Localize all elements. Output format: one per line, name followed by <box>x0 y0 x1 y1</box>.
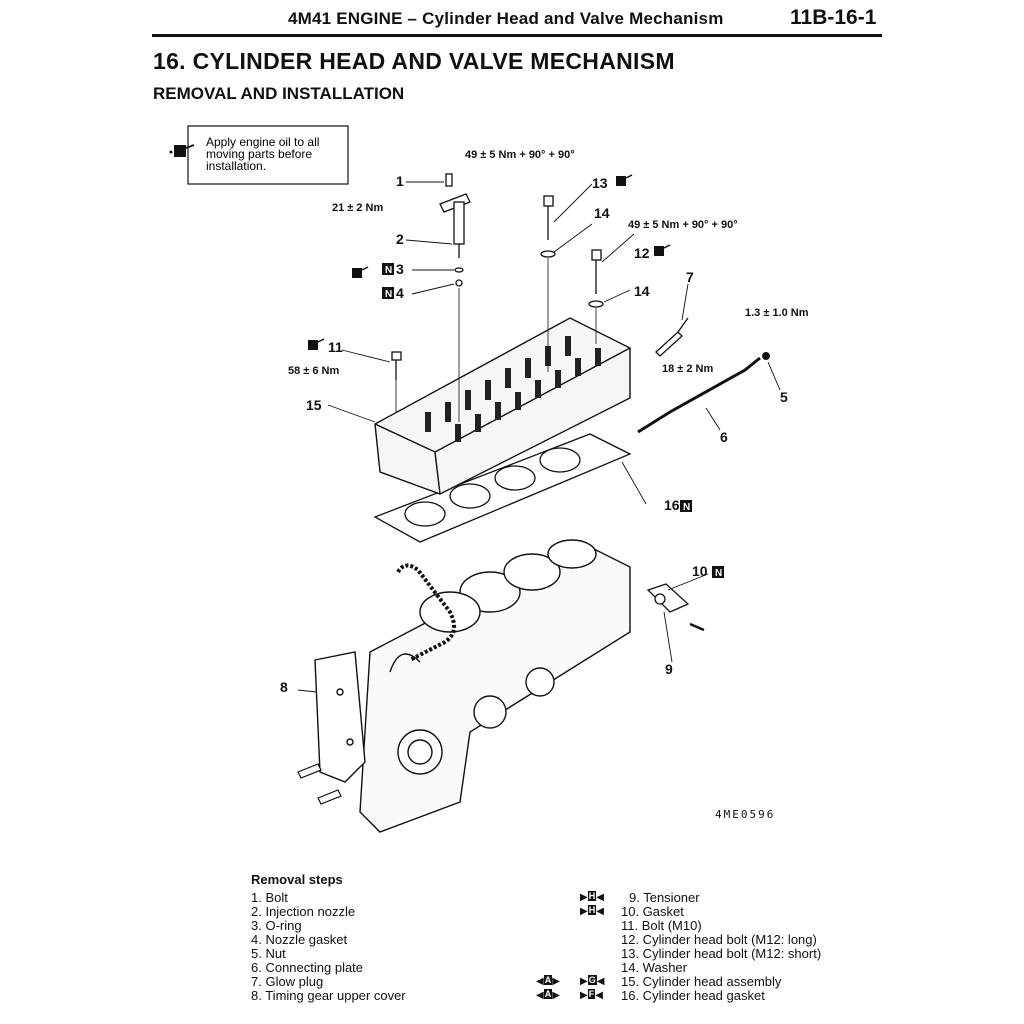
connecting-plate <box>637 356 761 434</box>
glow-plug <box>655 317 689 357</box>
nut <box>762 352 770 360</box>
section-title: 16. CYLINDER HEAD AND VALVE MECHANISM <box>153 48 675 74</box>
service-mark-g-15: ▶G◀ <box>580 975 605 987</box>
cylinder-head-assembly <box>374 317 631 495</box>
callout-8: 8 <box>280 679 288 695</box>
cylinder-head-bolts <box>540 195 604 372</box>
oil-can-icon <box>169 144 195 157</box>
injection-nozzle <box>439 173 471 422</box>
oil-can-icons <box>308 174 671 350</box>
callout-14b: 14 <box>634 283 650 299</box>
note-line-3: installation. <box>206 159 266 173</box>
step-3: 3. O-ring <box>251 918 302 933</box>
new-mark-3: N <box>385 265 392 276</box>
service-mark-a-16: ◀A▶ <box>536 989 560 1001</box>
torque-bolt-13: 49 ± 5 Nm + 90° + 90° <box>465 149 575 161</box>
callout-9: 9 <box>665 661 673 677</box>
step-7: 7. Glow plug <box>251 974 324 989</box>
step-1: 1. Bolt <box>251 890 288 905</box>
cylinder-block <box>359 539 631 833</box>
callout-6: 6 <box>720 429 728 445</box>
step-6: 6. Connecting plate <box>251 960 364 975</box>
step-12: 12. Cylinder head bolt (M12: long) <box>621 932 817 947</box>
tensioner-assembly <box>646 583 705 632</box>
leader-lines <box>297 181 781 693</box>
valve-springs <box>425 336 601 442</box>
callout-15: 15 <box>306 397 322 413</box>
callout-14a: 14 <box>594 205 610 221</box>
bolt-m10 <box>391 351 402 412</box>
note-line-1: Apply engine oil to all <box>206 135 319 149</box>
cover-bolts <box>297 763 342 805</box>
step-5: 5. Nut <box>251 946 286 961</box>
callout-7: 7 <box>686 269 694 285</box>
section-subtitle: REMOVAL AND INSTALLATION <box>153 84 405 103</box>
exploded-view-diagram: Apply engine oil to all moving parts bef… <box>169 125 809 833</box>
step-16: 16. Cylinder head gasket <box>621 988 765 1003</box>
step-15: 15. Cylinder head assembly <box>621 974 782 989</box>
step-9: 9. Tensioner <box>629 890 700 905</box>
note-line-2: moving parts before <box>206 147 312 161</box>
removal-steps-heading: Removal steps <box>251 872 343 887</box>
step-11: 11. Bolt (M10) <box>621 918 702 933</box>
callout-13: 13 <box>592 175 608 191</box>
step-4: 4. Nozzle gasket <box>251 932 348 947</box>
step-8: 8. Timing gear upper cover <box>251 988 406 1003</box>
callout-4: 4 <box>396 285 404 301</box>
step-13: 13. Cylinder head bolt (M12: short) <box>621 946 822 961</box>
torque-nut-5: 1.3 ± 1.0 Nm <box>745 307 809 319</box>
service-mark-a-15: ◀A▶ <box>536 975 560 987</box>
service-mark-h-9: ▶H◀ <box>580 891 604 903</box>
new-mark-10: N <box>715 568 722 579</box>
cylinder-head-gasket <box>373 433 632 543</box>
service-mark-h-10: ▶H◀ <box>580 905 604 917</box>
new-part-marks: N N N N <box>382 263 724 579</box>
new-mark-4: N <box>385 289 392 300</box>
callout-2: 2 <box>396 231 404 247</box>
callout-11: 11 <box>328 339 343 355</box>
page-number: 11B-16-1 <box>790 6 877 29</box>
torque-bolt-11: 58 ± 6 Nm <box>288 365 340 377</box>
figure-code: 4ME0596 <box>715 808 776 821</box>
step-2: 2. Injection nozzle <box>251 904 356 919</box>
oil-note-box: Apply engine oil to all moving parts bef… <box>169 125 349 185</box>
callout-10: 10 <box>692 563 708 579</box>
header-divider <box>152 34 882 37</box>
callout-16: 16 <box>664 497 680 513</box>
torque-bolt-1: 21 ± 2 Nm <box>332 202 384 214</box>
step-14: 14. Washer <box>621 960 687 975</box>
timing-chain <box>396 563 456 662</box>
torque-bolt-12: 49 ± 5 Nm + 90° + 90° <box>628 219 738 231</box>
callout-5: 5 <box>780 389 788 405</box>
service-mark-f-16: ▶F◀ <box>580 989 603 1001</box>
step-10: 10. Gasket <box>621 904 684 919</box>
header-title: 4M41 ENGINE – Cylinder Head and Valve Me… <box>288 9 724 28</box>
callout-3: 3 <box>396 261 404 277</box>
torque-glow-plug-7: 18 ± 2 Nm <box>662 363 714 375</box>
callout-12: 12 <box>634 245 650 261</box>
timing-gear-upper-cover <box>314 651 366 783</box>
new-mark-16: N <box>683 502 690 513</box>
callout-1: 1 <box>396 173 404 189</box>
